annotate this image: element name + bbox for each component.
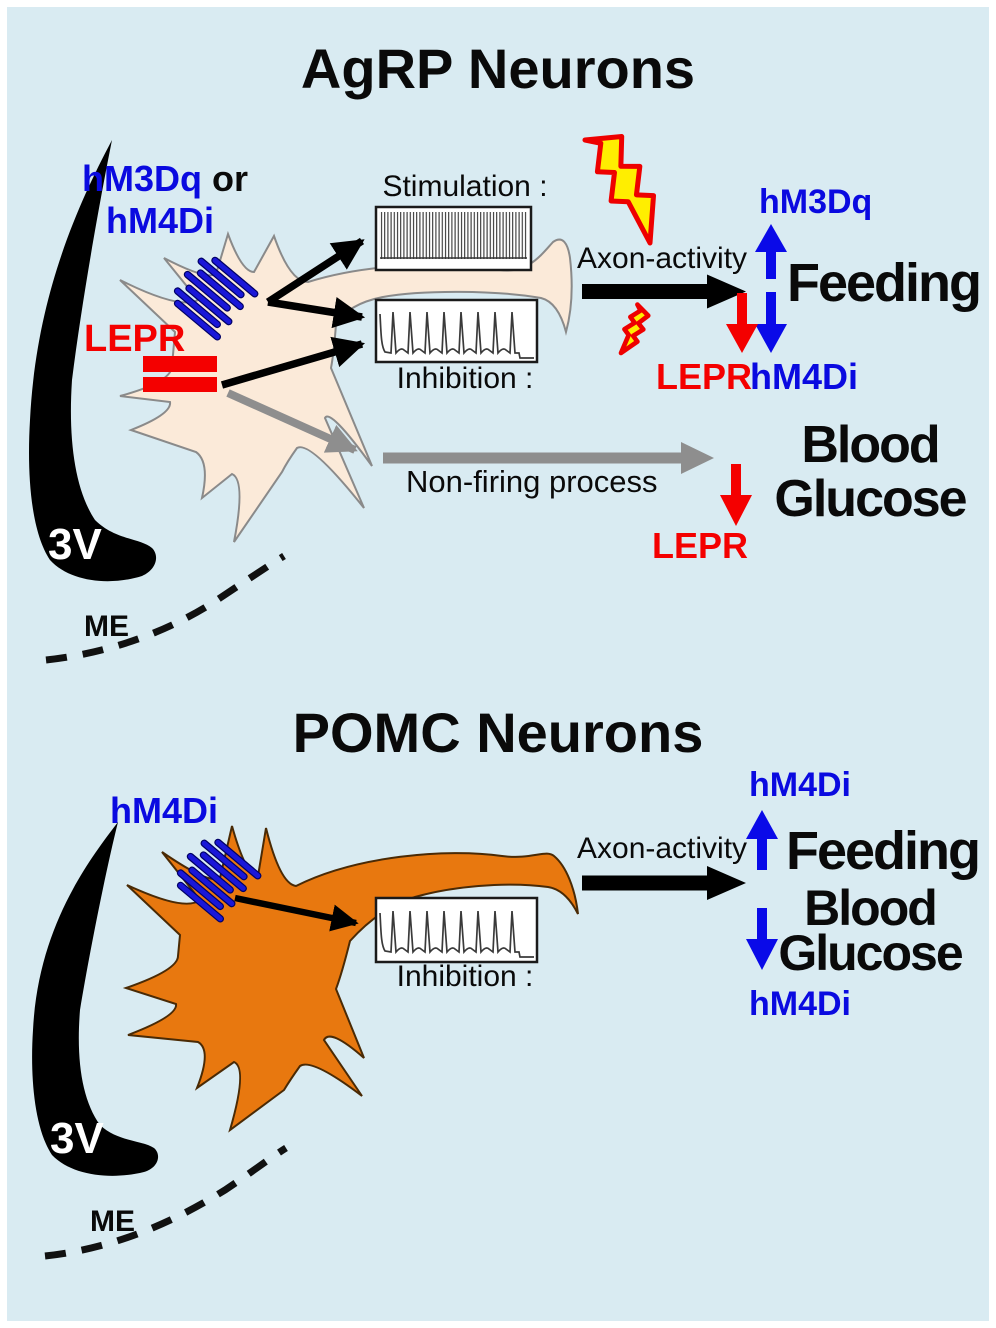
inhibition-label-agrp: Inhibition : <box>396 362 534 395</box>
inhibition-trace-agrp <box>374 298 539 364</box>
stimulation-label: Stimulation : <box>382 170 548 203</box>
non-firing-label: Non-firing process <box>406 464 658 499</box>
dreadd-receptor-icon-agrp <box>173 256 259 341</box>
pomc-third-ventricle-label: 3V <box>50 1114 104 1163</box>
feeding-down-arrow-blue-agrp <box>755 292 787 353</box>
dreadd-receptor-icon-pomc <box>176 838 262 923</box>
glucose-down-arrow-red-agrp <box>720 464 752 526</box>
median-eminence-dashed-line-agrp <box>45 553 286 664</box>
feeding-down-lepr-label: LEPR <box>656 356 753 397</box>
arrow-receptor-to-stimulation <box>265 237 365 306</box>
glucose-line-pomc: Glucose <box>778 925 963 981</box>
pomc-median-eminence-label: ME <box>90 1205 135 1238</box>
feeding-down-hm4di-label: hM4Di <box>750 356 858 397</box>
non-firing-arrow <box>383 442 714 474</box>
glucose-down-receptor-label-pomc: hM4Di <box>749 985 851 1023</box>
agrp-third-ventricle-label: 3V <box>48 520 102 569</box>
agrp-receptor-label-line1: hM3Dq or <box>82 158 248 199</box>
blood-line-pomc: Blood <box>804 880 938 936</box>
pomc-title: POMC Neurons <box>292 701 704 764</box>
pomc-receptor-label: hM4Di <box>110 790 218 831</box>
arrow-lepr-to-inhibition <box>220 336 366 389</box>
inhibition-trace-pomc <box>374 896 539 964</box>
arrow-receptor-to-inhibition-pomc <box>234 894 359 932</box>
blood-glucose-label-agrp: Blood Glucose <box>744 418 996 526</box>
stimulation-trace <box>374 205 533 272</box>
agrp-receptor-or: or <box>202 158 249 199</box>
feeding-down-arrow-red-agrp <box>726 293 758 353</box>
feeding-up-receptor-label-pomc: hM4Di <box>749 766 851 804</box>
agrp-neuron-shape <box>119 230 573 543</box>
glucose-line-agrp: Glucose <box>774 470 967 528</box>
lepr-receptor-icon <box>143 356 217 392</box>
agrp-title: AgRP Neurons <box>300 37 696 100</box>
blood-glucose-label-pomc: Blood Glucose <box>744 880 996 981</box>
feeding-up-arrow-blue-pomc <box>746 810 778 870</box>
agrp-receptor-label-line2: hM4Di <box>106 200 214 241</box>
agrp-median-eminence-label: ME <box>84 610 129 643</box>
agrp-lepr-label: LEPR <box>84 318 186 360</box>
glucose-down-arrow-blue-pomc <box>746 908 778 970</box>
agrp-receptor-name-hm3dq: hM3Dq <box>82 158 202 199</box>
glucose-down-lepr-label: LEPR <box>652 525 749 566</box>
feeding-label-pomc: Feeding <box>786 821 981 881</box>
third-ventricle-shape-pomc <box>32 822 159 1176</box>
feeding-up-arrow-blue-agrp <box>755 224 787 279</box>
axon-activity-label-pomc: Axon-activity <box>577 832 748 865</box>
feeding-label-agrp: Feeding <box>787 253 982 313</box>
feeding-up-receptor-label-agrp: hM3Dq <box>759 183 873 221</box>
axon-activity-arrow-pomc <box>582 866 746 900</box>
blood-line-agrp: Blood <box>801 416 940 474</box>
arrow-lepr-to-nonfiring <box>226 389 358 454</box>
inhibition-label-pomc: Inhibition : <box>396 960 534 993</box>
axon-activity-label-agrp: Axon-activity <box>577 242 748 275</box>
axon-activity-arrow-agrp <box>582 274 746 309</box>
median-eminence-dashed-line-pomc <box>44 1145 288 1260</box>
arrow-receptor-to-inhibition <box>267 296 366 329</box>
third-ventricle-shape-agrp <box>29 140 157 582</box>
